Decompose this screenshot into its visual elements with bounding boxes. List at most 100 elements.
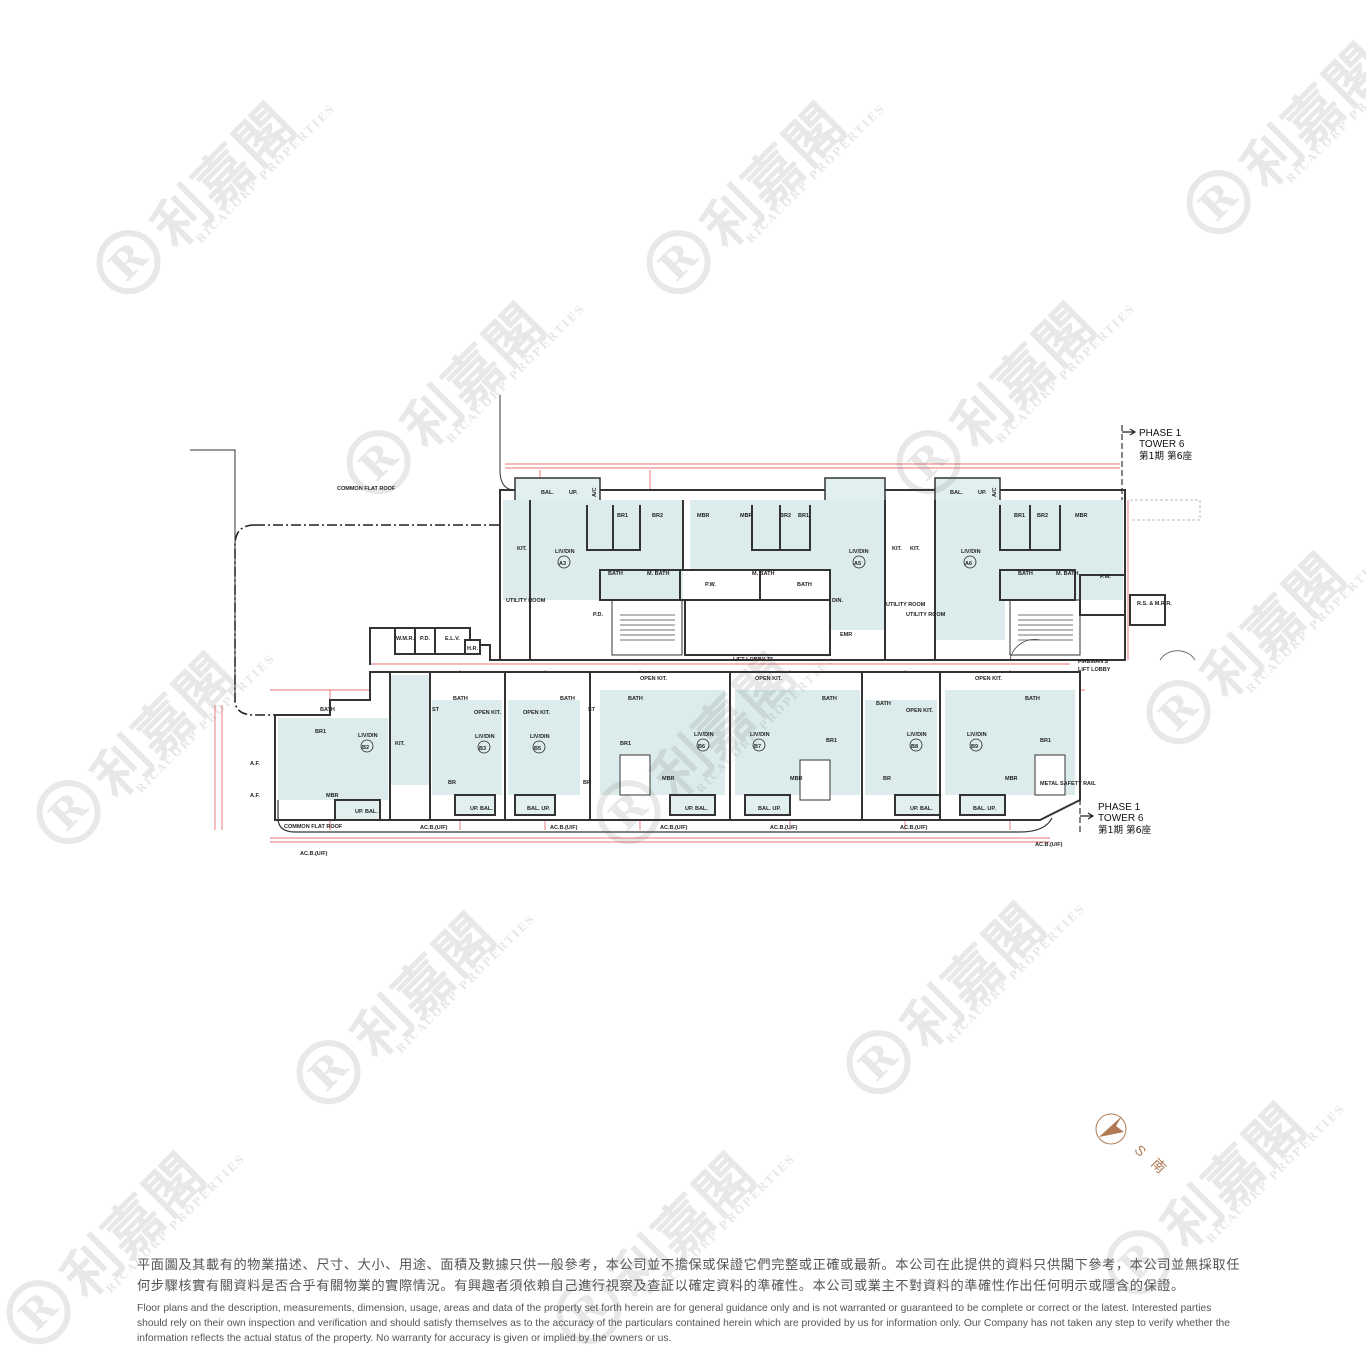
liv-din-label: LIV/DIN [358,733,378,739]
room-label: ST [588,707,596,713]
room-label: OPEN KIT. [523,710,550,716]
svg-text:PHASE 1: PHASE 1 [1139,428,1182,439]
liv-din-label: LIV/DIN [967,732,987,738]
unit-marker [532,740,546,754]
svg-text:PHASE 1: PHASE 1 [1098,802,1141,813]
unit-id-a3: A3 [559,561,566,567]
liv-din-label: LIV/DIN [907,732,927,738]
room-label: MBR [790,776,803,782]
unit-b7 [735,690,860,795]
unit-marker [752,738,766,752]
room-label: BATH [1025,696,1040,702]
balcony [514,477,601,503]
unit-marker [909,738,923,752]
annotation: AC.B.(U/F) [1035,842,1063,848]
svg-text:第1期 第6座: 第1期 第6座 [1139,450,1193,462]
annotation: A.F. [250,793,260,799]
unit-id-a5: A5 [854,561,861,567]
room-label: ST [432,707,440,713]
unit-marker [477,740,491,754]
room-label: BATH [822,696,837,702]
room-label: OPEN KIT. [755,676,782,682]
compass-direction-cn: 南 [1147,1156,1168,1177]
unit-marker [696,738,710,752]
room-label: BR1 [1014,513,1025,519]
room-label: BR1 [826,738,837,744]
room-label: MBR [326,793,339,799]
room-label: UTILITY ROOM [506,598,546,604]
room-label: OPEN KIT. [474,710,501,716]
annotation: AC.B.(U/F) [300,851,328,857]
liv-din-label: LIV/DIN [475,734,495,740]
room-label: P.D. [420,636,430,642]
unit-id-b2: B2 [362,745,369,751]
ac-label: A/C [992,488,998,498]
unit-b2 [278,718,388,800]
room-label: BR2 [652,513,663,519]
service-rooms [369,627,500,665]
room-label: MBR [1075,513,1088,519]
room-label: BAL. [541,490,554,496]
unit-id-b3: B3 [479,746,486,752]
room-label: BAL. [950,490,963,496]
room-label: BR2 [780,513,791,519]
unit-id-b5: B5 [534,746,541,752]
liv-din-label: LIV/DIN [530,734,550,740]
annotation: METAL SAFETY RAIL [1040,781,1097,787]
room-label: H.R. [467,646,478,652]
room-label: P.D. [593,612,603,618]
unit-marker [969,738,983,752]
room-label: BATH [628,696,643,702]
phase-1-tower-6-marker-bottom: PHASE 1 TOWER 6 第1期 第6座 [1079,790,1152,836]
unit-b5 [508,700,580,795]
room-label: EMR [840,632,852,638]
upper-block: BAL. UP. A/C BR1 BR2 MBR KIT. UTILITY RO… [499,477,1196,661]
room-label: BAL. UP. [973,806,996,812]
liv-din-label: LIV/DIN [555,549,575,555]
room-label: BATH [797,582,812,588]
room-label: UTILITY ROOM [906,612,946,618]
annotation: AC.B.(U/F) [770,825,798,831]
room-label: BR1 [1040,738,1051,744]
room-label: UP. BAL. [355,809,378,815]
annotation: AC.B.(U/F) [550,825,578,831]
room-label: MBR [697,513,710,519]
room-label: BR [883,776,891,782]
firemans-lift-lobby-label: FIREMAN'S [1078,659,1108,665]
unit-marker [360,739,374,753]
room-label: MBR [1005,776,1018,782]
room-label: OPEN KIT. [906,708,933,714]
lift-lobby-label: LIFT LOBBY T5 [733,657,773,663]
room-label: E.L.V. [445,636,460,642]
room-label: UP. BAL. [470,806,493,812]
unit-marker [852,555,866,569]
room-label: BR1 [620,741,631,747]
room-label: BR [448,780,456,786]
room-label: M. BATH [647,571,670,577]
disclaimer-en: Floor plans and the description, measure… [137,1303,1231,1344]
annotation: AC.B.(U/F) [420,825,448,831]
annotation: AC.B.(U/F) [660,825,688,831]
balcony [934,477,1001,503]
liv-din-label: LIV/DIN [694,732,714,738]
room-label: KIT. [892,546,902,552]
unit-id-b7: B7 [754,744,761,750]
room-label: BATH [453,696,468,702]
balcony [824,477,886,503]
room-label: BAL. UP. [758,806,781,812]
room-label: BATH [876,701,891,707]
svg-text:TOWER 6: TOWER 6 [1139,439,1185,450]
room-label: BR [583,780,591,786]
unit-id-a6: A6 [965,561,972,567]
room-label: BATH [608,571,623,577]
room-label: KIT. [395,741,405,747]
liv-din-label: LIV/DIN [961,549,981,555]
room-label: OPEN KIT. [975,676,1002,682]
svg-text:TOWER 6: TOWER 6 [1098,813,1144,824]
boundary-line [499,395,516,491]
room-label: BAL. UP. [527,806,550,812]
disclaimer-cn-line1: 平面圖及其載有的物業描述、尺寸、大小、用途、面積及數據只供一般參考，本公司並不擔… [137,1258,1240,1273]
room-label: MBR [740,513,753,519]
ac-label: A/C [592,488,598,498]
